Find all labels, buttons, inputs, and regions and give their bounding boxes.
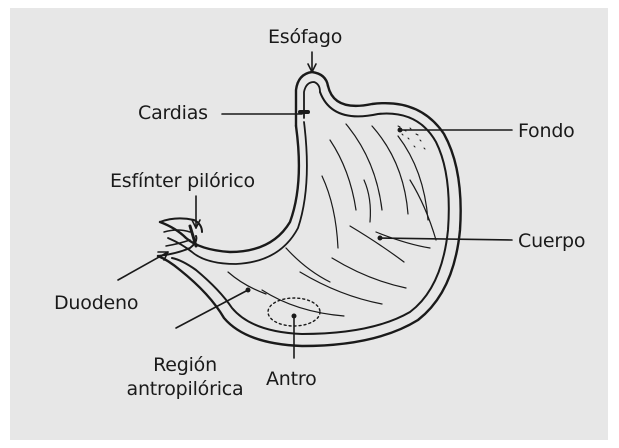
label-duodeno: Duodeno — [54, 292, 138, 314]
leader-dots — [246, 128, 403, 319]
label-esofago: Esófago — [268, 26, 342, 48]
label-antro: Antro — [266, 368, 317, 390]
label-cardias: Cardias — [138, 102, 208, 124]
leader-duodeno — [118, 252, 168, 280]
label-region-line1: Región — [110, 354, 260, 376]
duodenum-lower — [158, 236, 196, 256]
leader-cuerpo — [380, 238, 512, 240]
label-cuerpo: Cuerpo — [518, 230, 585, 252]
leader-region — [176, 290, 248, 328]
stomach-inner-wall — [172, 92, 449, 334]
label-fondo: Fondo — [518, 120, 575, 142]
lesser-curvature-inner — [168, 122, 307, 264]
label-esfinter-pilorico: Esfínter pilórico — [110, 170, 255, 192]
label-region-line2: antropilórica — [100, 378, 270, 400]
rugae-folds — [228, 124, 436, 316]
duodenum-inner-2 — [166, 240, 190, 246]
